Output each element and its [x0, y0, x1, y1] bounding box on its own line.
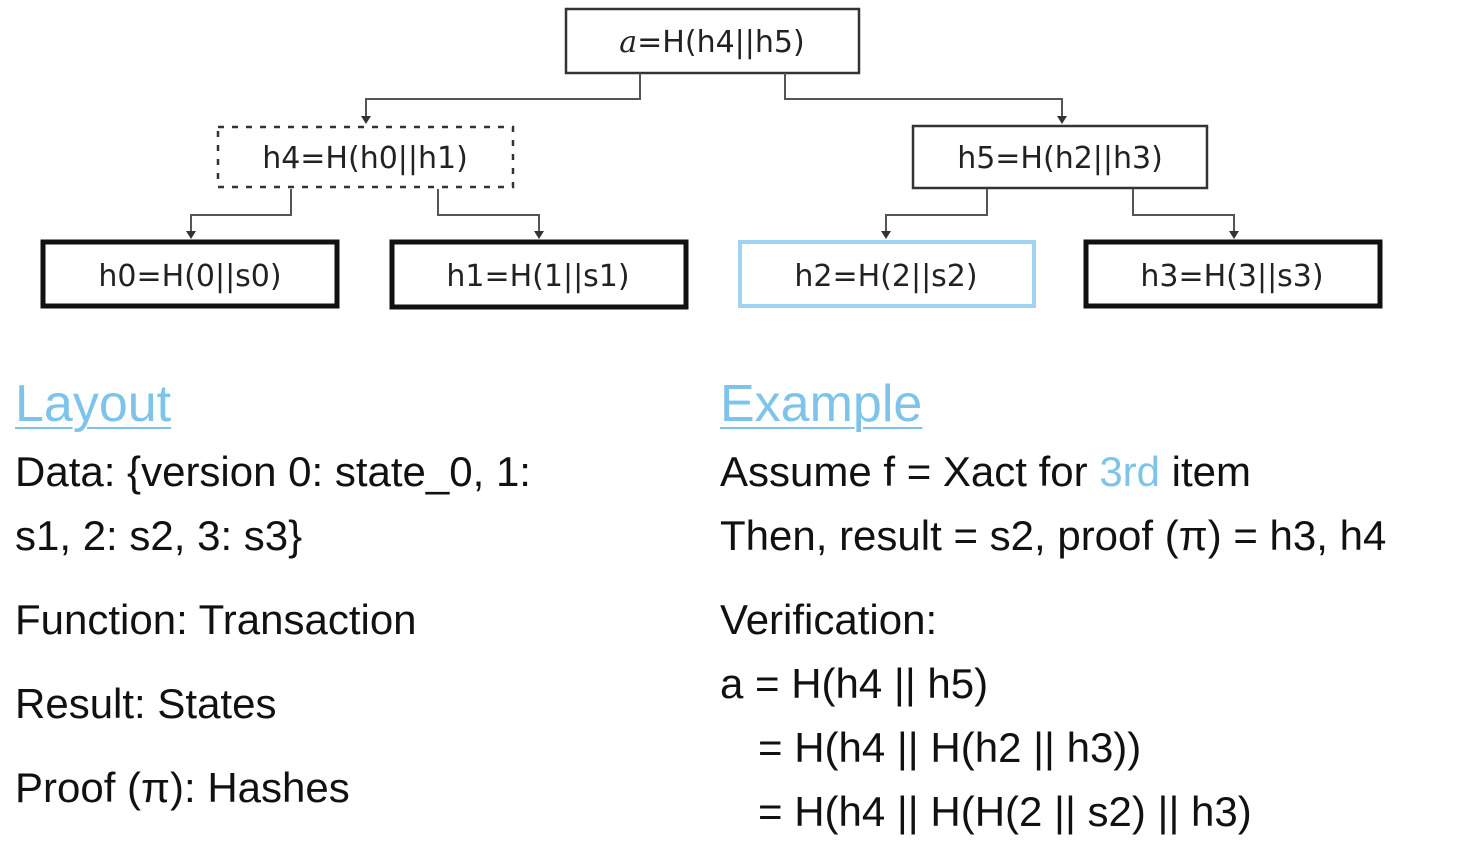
example-assume-suffix: item: [1160, 448, 1252, 495]
internal-node-h5-label: h5=H(h2||h3): [957, 141, 1163, 176]
layout-data-line-1: Data: {version 0: state_0, 1:: [15, 448, 531, 495]
verification-step-3: = H(h4 || H(H(2 || s2) || h3): [758, 788, 1252, 835]
verification-label: Verification:: [720, 596, 938, 643]
layout-section: Layout Data: {version 0: state_0, 1: s1,…: [15, 368, 695, 820]
verification-step-2: = H(h4 || H(h2 || h3)): [758, 724, 1142, 771]
leaf-node-h2-label: h2=H(2||s2): [794, 259, 977, 294]
leaf-node-h2-box: [738, 240, 1036, 308]
leaf-node-h0-box: [40, 239, 340, 309]
layout-result: Result: States: [15, 680, 277, 727]
edge-h4-h0: [190, 189, 292, 233]
layout-proof: Proof (π): Hashes: [15, 764, 350, 811]
leaf-node-h1-box: [389, 239, 689, 310]
edge-h5-h2: [885, 189, 988, 233]
merkle-tree-diagram: a=H(h4||h5) h4=H(h0||h1) h5=H(h2||h3) h0…: [40, 7, 1383, 310]
leaf-node-h3-box: [1083, 239, 1383, 309]
arrow-h5-h3: [1229, 231, 1239, 239]
arrow-h5-h2: [881, 231, 891, 239]
edge-h5-h3: [1132, 189, 1235, 233]
example-assume: Assume f = Xact for 3rd item: [720, 440, 1465, 504]
leaf-node-h0: h0=H(0||s0): [40, 239, 340, 309]
edge-h4-h1: [437, 189, 540, 233]
root-node: a=H(h4||h5): [564, 7, 861, 75]
leaf-node-h3-label: h3=H(3||s3): [1140, 259, 1323, 294]
leaf-node-h0-label: h0=H(0||s0): [98, 259, 281, 294]
example-then: Then, result = s2, proof (π) = h3, h4: [720, 512, 1387, 559]
internal-node-h4: h4=H(h0||h1): [216, 125, 515, 189]
example-section: Example Assume f = Xact for 3rd item The…: [720, 368, 1465, 844]
edge-root-h5: [784, 73, 1063, 118]
leaf-node-h3: h3=H(3||s3): [1083, 239, 1383, 309]
internal-node-h5: h5=H(h2||h3): [911, 124, 1209, 190]
arrow-root-h5: [1057, 116, 1067, 124]
example-assume-highlight: 3rd: [1099, 448, 1161, 495]
internal-node-h5-box: [911, 124, 1209, 190]
example-heading: Example: [720, 375, 923, 433]
layout-heading: Layout: [15, 375, 172, 433]
arrow-root-h4: [361, 116, 371, 124]
layout-data-line-2: s1, 2: s2, 3: s3}: [15, 512, 303, 559]
leaf-node-h1: h1=H(1||s1): [389, 239, 689, 310]
root-node-box: [564, 7, 861, 75]
arrow-h4-h0: [186, 231, 196, 239]
verification-step-1: a = H(h4 || h5): [720, 660, 989, 707]
root-node-label: a=H(h4||h5): [619, 25, 804, 60]
edge-root-h4: [365, 73, 641, 118]
example-assume-prefix: Assume f = Xact for: [720, 448, 1100, 495]
layout-function: Function: Transaction: [15, 596, 417, 643]
internal-node-h4-label: h4=H(h0||h1): [262, 141, 468, 176]
arrow-h4-h1: [534, 231, 544, 239]
leaf-node-h1-label: h1=H(1||s1): [446, 259, 629, 294]
internal-node-h4-box: [216, 125, 515, 189]
leaf-node-h2: h2=H(2||s2): [738, 240, 1036, 308]
